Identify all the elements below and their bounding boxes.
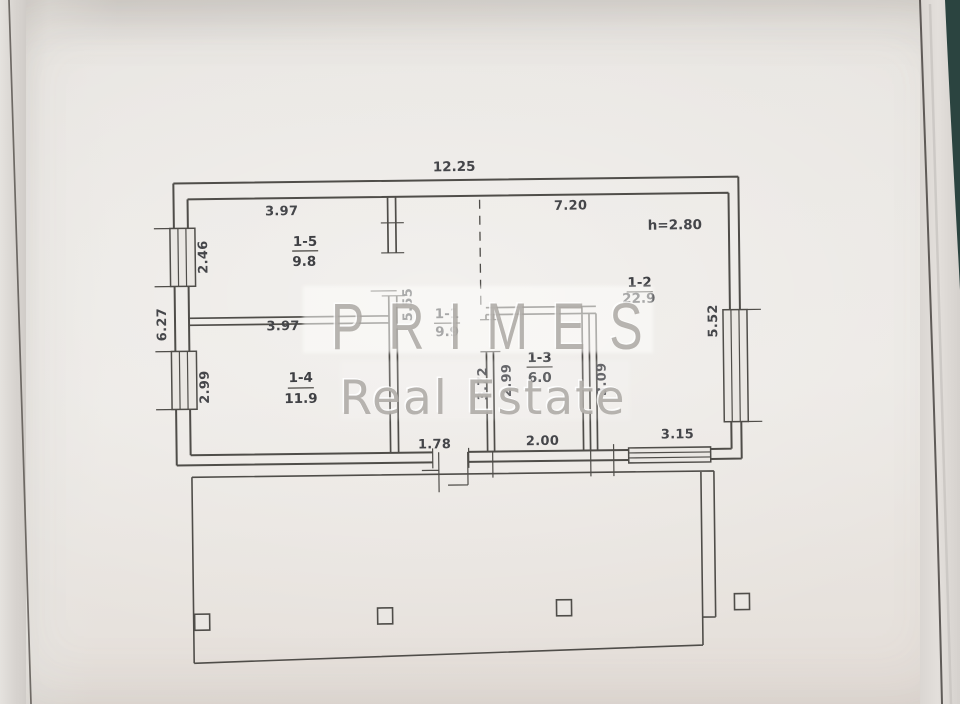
room-1-4-id: 1-4 xyxy=(288,370,313,386)
page-edge-line-left xyxy=(8,0,32,704)
pillar xyxy=(733,592,751,611)
pillar xyxy=(193,613,211,632)
watermark-band-2 xyxy=(340,360,630,420)
dashed-partition-line xyxy=(478,199,482,308)
dim-room-1-5-depth: 2.46 xyxy=(196,240,211,273)
window-icon xyxy=(170,350,198,411)
watermark-subtitle: Real Estate xyxy=(339,371,626,426)
dim-corridor-exit-width: 1.78 xyxy=(418,437,451,452)
pillar xyxy=(376,607,394,625)
terrace-outline xyxy=(191,470,717,665)
dim-room-1-5-width: 3.97 xyxy=(265,204,298,219)
window-icon xyxy=(722,308,750,423)
page-edge-line-right xyxy=(919,0,943,704)
window-icon xyxy=(627,446,712,464)
svg-text:PRIMES: PRIMES xyxy=(330,289,666,362)
dim-left-height: 6.27 xyxy=(155,308,170,341)
windows xyxy=(169,227,750,464)
pillar xyxy=(555,598,573,617)
dim-room-1-3-width: 2.00 xyxy=(526,434,559,449)
watermark-brand: PRIMES xyxy=(331,290,667,363)
ceiling-height-note: h=2.80 xyxy=(648,217,702,234)
svg-text:PRIMES: PRIMES xyxy=(331,290,667,363)
watermark-subtitle-highlight: Real Estate xyxy=(338,370,625,425)
window-icon xyxy=(169,227,197,288)
dim-room-1-2-bottom-width: 3.15 xyxy=(661,427,694,442)
room-1-5-id: 1-5 xyxy=(293,234,318,250)
dim-overall-width: 12.25 xyxy=(433,159,476,176)
background-corner xyxy=(945,0,960,290)
dim-room-1-4-depth: 2.99 xyxy=(198,370,213,403)
room-1-5-area: 9.8 xyxy=(292,254,316,270)
page-behind-edge xyxy=(928,3,953,704)
watermark-band xyxy=(303,286,653,353)
watermark-brand-highlight: PRIMES xyxy=(330,289,666,362)
dim-room-1-2-side-depth: 5.52 xyxy=(706,304,721,337)
room-1-4-area: 11.9 xyxy=(284,391,318,407)
watermark: PRIMES PRIMES Real Estate Real Estate xyxy=(303,286,667,426)
photo-edges xyxy=(8,0,960,704)
dim-room-1-2-width: 7.20 xyxy=(554,198,587,213)
terrace-pillars xyxy=(193,592,751,632)
dim-room-1-4-width: 3.97 xyxy=(266,319,299,334)
